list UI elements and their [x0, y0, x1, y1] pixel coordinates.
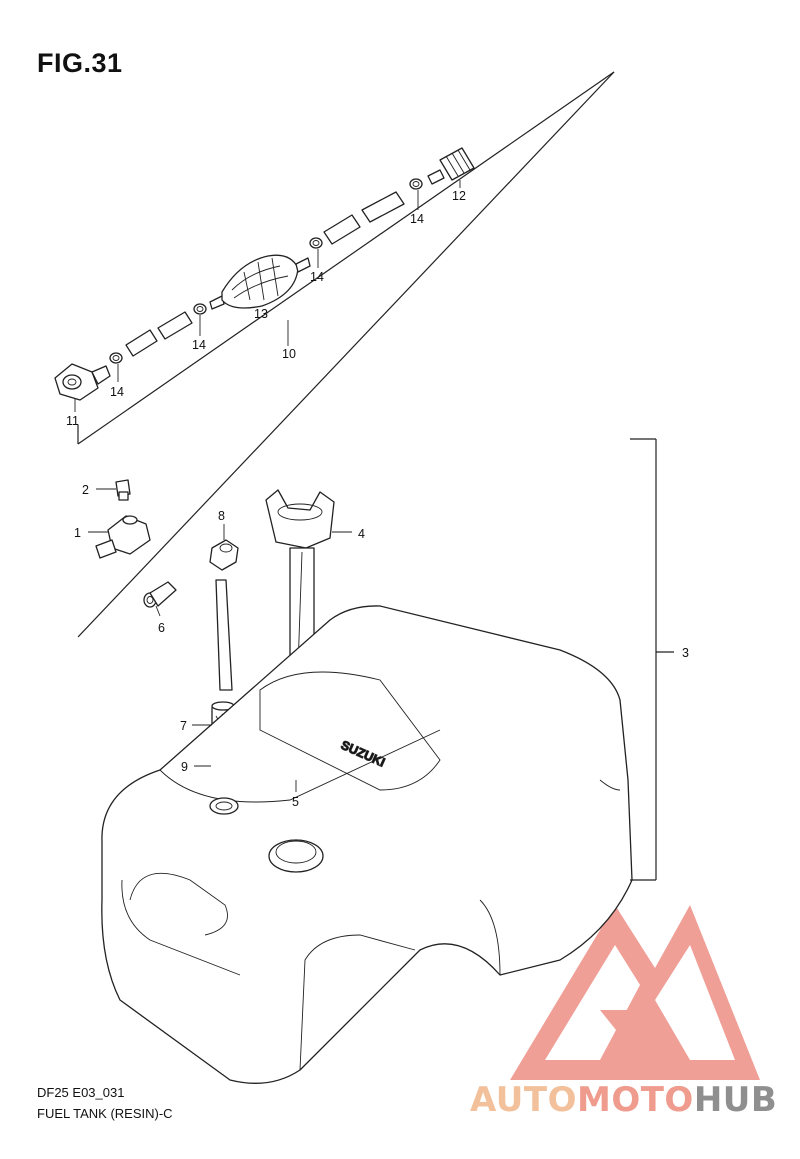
watermark-moto: MOTO — [576, 1080, 694, 1120]
callout-9: 9 — [181, 760, 188, 774]
pickup-fitting-part — [209, 539, 239, 691]
callout-6: 6 — [158, 621, 165, 635]
callout-7: 7 — [180, 719, 187, 733]
figure-caption: FUEL TANK (RESIN)-C — [37, 1106, 173, 1121]
callout-1: 1 — [74, 526, 81, 540]
hose-clamp-3 — [309, 237, 323, 249]
figure-title: FIG.31 — [37, 48, 123, 78]
hose-clamp-4 — [409, 178, 423, 190]
callout-13: 13 — [254, 307, 268, 321]
engine-connector-part — [427, 147, 475, 185]
fuel-tank-body — [101, 605, 633, 1084]
watermark-logo — [510, 905, 760, 1080]
callout-10: 10 — [282, 347, 296, 361]
callout-8: 8 — [218, 509, 225, 523]
primer-bulb-part — [209, 254, 311, 310]
hose-clamp-1 — [109, 352, 123, 364]
tank-assembly-bracket — [630, 438, 674, 881]
tank-connector-part — [54, 363, 111, 401]
callout-14-c: 14 — [310, 270, 324, 284]
watermark-wordmark: AUTOMOTOHUB — [470, 1080, 777, 1120]
callout-14-b: 14 — [192, 338, 206, 352]
union-fitting-part — [143, 581, 177, 608]
callout-11: 11 — [66, 414, 79, 428]
bolt-part — [115, 479, 131, 501]
callout-4: 4 — [358, 527, 365, 541]
hose-segment-2 — [323, 191, 405, 245]
hose-segment-1 — [125, 311, 193, 357]
hose-leaders — [74, 180, 461, 412]
watermark-hub: HUB — [693, 1080, 778, 1120]
model-code: DF25 E03_031 — [37, 1085, 125, 1100]
callout-14-a: 14 — [110, 385, 124, 399]
elbow-fitting-part — [95, 515, 151, 559]
hose-clamp-2 — [193, 303, 207, 315]
callout-14-d: 14 — [410, 212, 424, 226]
watermark-auto: AUTO — [470, 1080, 577, 1120]
callout-12: 12 — [452, 189, 466, 203]
callout-2: 2 — [82, 483, 89, 497]
callout-5: 5 — [292, 795, 299, 809]
part-leaders — [88, 488, 352, 792]
hose-assembly-bracket — [77, 71, 615, 638]
callout-labels: 11 14 14 13 10 14 14 12 2 1 6 8 4 7 9 5 … — [66, 189, 689, 809]
callout-3: 3 — [682, 646, 689, 660]
